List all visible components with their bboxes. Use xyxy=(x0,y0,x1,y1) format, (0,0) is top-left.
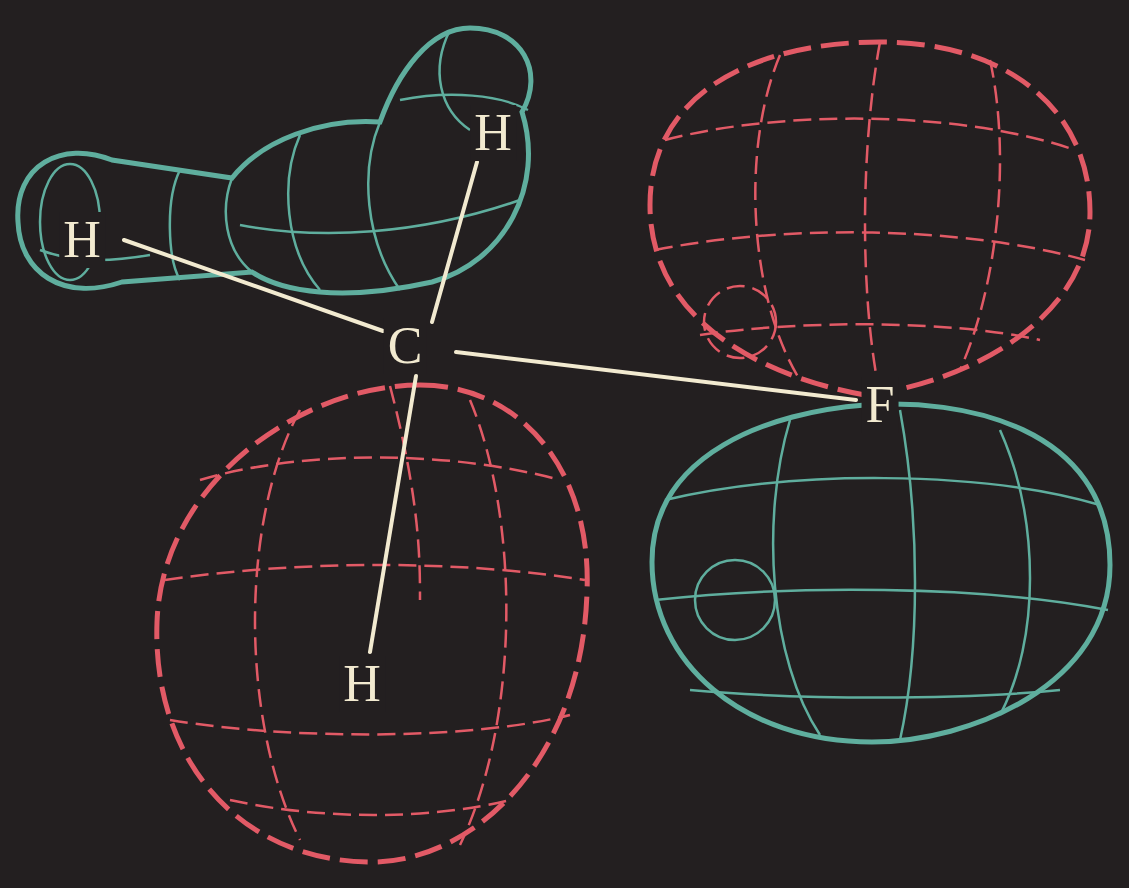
red-lobe-upper xyxy=(650,42,1090,395)
red-lobe-lower xyxy=(157,385,587,862)
fluorine-atom: F xyxy=(862,377,899,433)
teal-lobe-lower xyxy=(652,404,1110,742)
hydrogen-atom: H xyxy=(59,212,105,268)
bond-lines xyxy=(124,162,856,652)
teal-lobe-upper xyxy=(18,28,531,293)
hydrogen-atom: H xyxy=(339,656,385,712)
carbon-atom: C xyxy=(384,318,427,374)
hydrogen-atom: H xyxy=(470,105,516,161)
